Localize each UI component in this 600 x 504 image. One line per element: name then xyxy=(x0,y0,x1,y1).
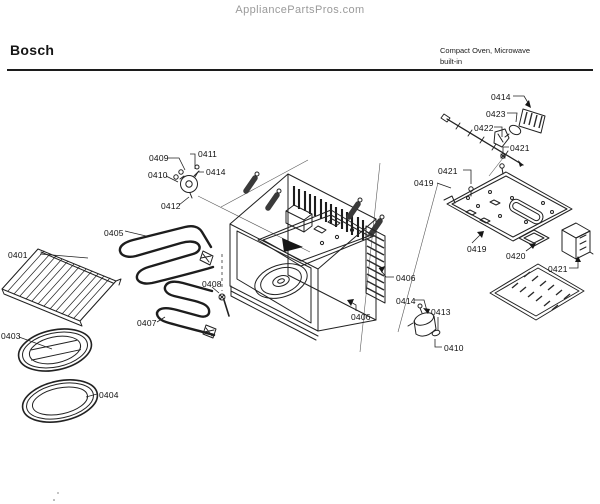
lamp-bracket-0422 xyxy=(493,128,510,148)
part-number-label[interactable]: 0410 xyxy=(444,343,464,353)
mounting-bracket-0421 xyxy=(561,222,594,260)
part-number-label[interactable]: 0412 xyxy=(161,201,181,211)
appliance-line2: built-in xyxy=(440,57,463,66)
part-number-label[interactable]: 0423 xyxy=(486,109,506,119)
part-number-label[interactable]: 0410 xyxy=(148,170,168,180)
roller-ring-0404 xyxy=(21,379,99,423)
part-number-label[interactable]: 0420 xyxy=(506,251,526,261)
bulb-0423 xyxy=(508,124,522,136)
brand-title: Bosch xyxy=(10,42,55,58)
lamp-assembly xyxy=(493,108,546,159)
part-number-label[interactable]: 0421 xyxy=(510,143,530,153)
side-vent-panel xyxy=(365,225,386,304)
section-lines xyxy=(197,157,504,353)
heating-element-0407 xyxy=(155,280,217,339)
turntable-motor-0413 xyxy=(407,303,441,337)
part-number-label[interactable]: 0414 xyxy=(491,92,511,102)
screw-0408 xyxy=(218,293,230,317)
part-number-label[interactable]: 0422 xyxy=(474,123,494,133)
part-number-label[interactable]: 0411 xyxy=(198,149,217,159)
support-rod xyxy=(440,113,524,167)
part-number-labels: 0401 0405 0409 0411 0410 0414 0412 0408 0407 0403… xyxy=(1,92,568,400)
print-speck xyxy=(57,492,59,494)
part-number-label[interactable]: 0404 xyxy=(99,390,119,400)
post-screws xyxy=(254,171,385,220)
site-watermark: AppliancePartsPros.com xyxy=(235,4,365,16)
leader-lines xyxy=(18,95,581,398)
part-number-label[interactable]: 0401 xyxy=(8,250,28,260)
part-number-label[interactable]: 0414 xyxy=(206,167,226,177)
part-number-label[interactable]: 0403 xyxy=(1,331,21,341)
part-number-label[interactable]: 0407 xyxy=(137,318,157,328)
turntable-tray-0403 xyxy=(17,328,93,372)
oven-cavity-0406 xyxy=(229,171,385,341)
part-number-label[interactable]: 0421 xyxy=(548,264,568,274)
top-panel-0419 xyxy=(443,163,573,242)
part-number-label[interactable]: 0419 xyxy=(467,244,487,254)
appliance-line1: Compact Oven, Microwave xyxy=(440,46,531,55)
heating-element-0405 xyxy=(118,225,215,285)
part-number-label[interactable]: 0408 xyxy=(202,279,222,289)
part-number-label[interactable]: 0406 xyxy=(396,273,416,283)
lower-vent-panel xyxy=(489,263,585,321)
wire-rack-0401 xyxy=(1,248,122,327)
part-number-label[interactable]: 0419 xyxy=(414,178,434,188)
appliance-description: Compact Oven, Microwave built-in xyxy=(440,45,530,67)
part-number-label[interactable]: 0409 xyxy=(149,153,169,163)
part-number-label[interactable]: 0414 xyxy=(396,296,416,306)
part-number-label[interactable]: 0405 xyxy=(104,228,124,238)
part-number-label[interactable]: 0413 xyxy=(431,307,451,317)
part-number-label[interactable]: 0406 xyxy=(351,312,371,322)
header-divider xyxy=(7,69,593,71)
part-number-label[interactable]: 0421 xyxy=(438,166,458,176)
print-speck xyxy=(53,499,55,501)
